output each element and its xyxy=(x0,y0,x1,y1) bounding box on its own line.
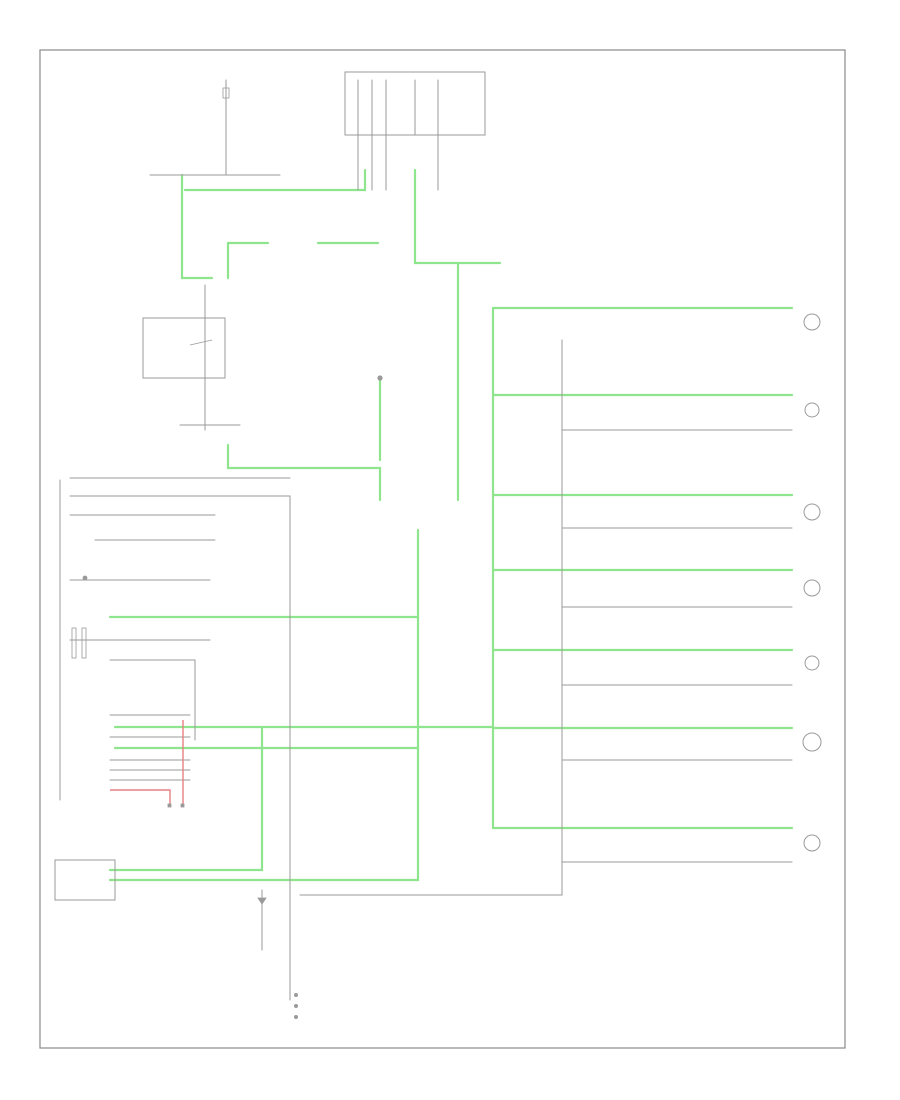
ground-icon xyxy=(293,1004,298,1009)
ground-icon xyxy=(293,993,298,998)
ground-icon xyxy=(377,375,383,381)
lamp-icon xyxy=(803,313,821,331)
gray-wires xyxy=(54,71,793,1001)
lamp-icon xyxy=(802,732,822,752)
fuse-icon xyxy=(222,87,230,99)
red-wires xyxy=(110,720,184,805)
misc-symbols xyxy=(71,87,383,1020)
lamp-icon xyxy=(804,655,820,671)
switch-icon xyxy=(82,575,88,581)
lamp-icon xyxy=(803,579,821,597)
ground-icon xyxy=(180,803,185,808)
lamp-icon xyxy=(803,834,821,852)
fuse-icon xyxy=(71,627,77,659)
lamp-group xyxy=(802,313,822,852)
lamp-icon xyxy=(803,503,821,521)
ground-icon xyxy=(257,897,267,905)
ground-icon xyxy=(293,1015,298,1020)
ground-icon xyxy=(167,803,172,808)
diagram-border xyxy=(39,49,846,1049)
green-wires xyxy=(108,168,794,882)
switch-icon xyxy=(189,339,213,346)
fuse-icon xyxy=(81,627,87,659)
lamp-icon xyxy=(804,402,820,418)
